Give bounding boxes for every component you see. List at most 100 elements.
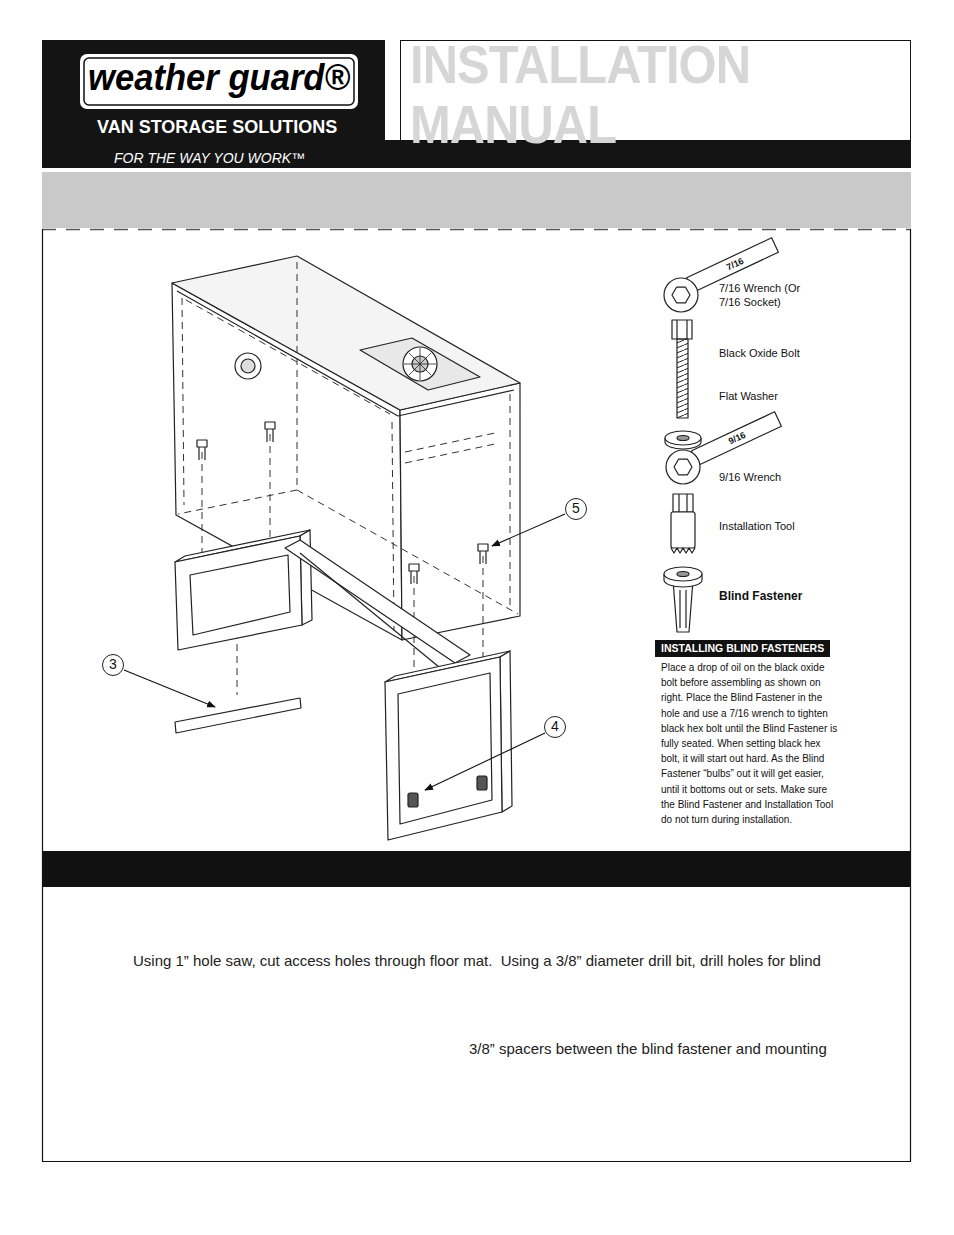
label-holder: 9/16 bbox=[725, 432, 749, 444]
cabinet-illustration bbox=[405, 433, 495, 452]
base-frame bbox=[300, 553, 450, 676]
brand-band: weather guard® VAN STORAGE SOLUTIONS FOR T… bbox=[42, 40, 385, 168]
instruction-heading: INSTALLING BLIND FASTENERS bbox=[655, 640, 830, 657]
page-frame bbox=[42, 40, 385, 168]
cabinet-illustration bbox=[416, 571, 417, 584]
fastener-symbol bbox=[677, 339, 688, 418]
cabinet-illustration bbox=[204, 447, 205, 460]
cabinet-illustration bbox=[172, 256, 520, 695]
part-label: Installation Tool bbox=[719, 519, 795, 533]
fastener-symbol bbox=[664, 320, 702, 632]
label-holder: Blind Fastener bbox=[719, 589, 802, 604]
base-frame bbox=[408, 793, 418, 807]
base-frame bbox=[175, 698, 301, 733]
label-holder: Black Oxide Bolt bbox=[719, 346, 800, 360]
label-holder: Using 1” hole saw, cut access holes thro… bbox=[133, 952, 821, 970]
base-frame bbox=[175, 536, 302, 650]
wrench-symbol bbox=[664, 238, 781, 484]
cabinet-illustration bbox=[485, 551, 486, 564]
logo-badge bbox=[80, 54, 358, 109]
fastener-symbol bbox=[677, 572, 689, 577]
wrench-symbol bbox=[674, 459, 692, 475]
instruction-text: 3/8” spacers between the blind fastener … bbox=[469, 1040, 827, 1058]
logo-badge bbox=[80, 54, 358, 109]
callout-leader bbox=[124, 670, 215, 707]
label-holder: Installation Tool bbox=[719, 519, 795, 533]
cabinet-illustration bbox=[272, 429, 273, 442]
fastener-symbol bbox=[686, 320, 687, 339]
callout-leader bbox=[492, 514, 565, 546]
base-frame bbox=[385, 657, 502, 840]
callout-circle: 5 bbox=[565, 498, 587, 520]
fastener-symbol bbox=[665, 431, 701, 445]
instruction-body: Place a drop of oil on the black oxide b… bbox=[655, 657, 845, 827]
cabinet-illustration bbox=[198, 447, 199, 460]
cabinet-illustration bbox=[266, 429, 267, 442]
page-frame bbox=[42, 229, 911, 231]
instruction-panel: INSTALLING BLIND FASTENERSPlace a drop o… bbox=[655, 638, 845, 827]
callout-leader bbox=[425, 733, 545, 790]
fastener-symbol bbox=[673, 580, 693, 632]
label-holder: 3/8” spacers between the blind fastener … bbox=[469, 1040, 827, 1058]
callout-number: 3 bbox=[103, 655, 123, 674]
page-frame bbox=[42, 1161, 911, 1162]
label-holder: 7/16 bbox=[723, 258, 747, 270]
manual-title: INSTALLATION MANUAL bbox=[410, 34, 902, 154]
instruction-text: Using 1” hole saw, cut access holes thro… bbox=[133, 952, 821, 970]
base-frame bbox=[285, 540, 470, 663]
base-frame bbox=[398, 673, 492, 824]
wrench-symbol bbox=[692, 412, 782, 465]
cabinet-illustration bbox=[265, 422, 275, 429]
fastener-symbol bbox=[678, 494, 679, 512]
cabinet-illustration bbox=[297, 262, 298, 490]
wrench-symbol bbox=[666, 450, 700, 484]
part-label: 7/16 Wrench (Or 7/16 Socket) bbox=[719, 281, 819, 309]
fastener-symbol bbox=[685, 590, 686, 628]
fastener-symbol bbox=[679, 590, 680, 628]
brand-logo: weather guard® bbox=[88, 56, 350, 100]
cabinet-illustration bbox=[182, 298, 184, 505]
cabinet-illustration bbox=[177, 291, 514, 416]
wrench-symbol bbox=[672, 287, 690, 303]
wrench-symbol bbox=[664, 278, 698, 312]
cabinet-illustration bbox=[404, 348, 436, 380]
callout-circle: 3 bbox=[102, 654, 124, 676]
callout-number: 4 bbox=[545, 717, 565, 736]
fastener-symbol bbox=[671, 548, 695, 553]
cabinet-illustration bbox=[478, 544, 488, 551]
base-frame bbox=[175, 530, 512, 840]
cabinet-illustration bbox=[410, 571, 411, 584]
part-label: Black Oxide Bolt bbox=[719, 346, 800, 360]
label-holder: Flat Washer bbox=[719, 389, 778, 403]
fastener-symbol bbox=[676, 320, 677, 339]
fastener-symbol bbox=[672, 320, 692, 339]
fastener-symbol bbox=[664, 567, 702, 581]
tagline: FOR THE WAY YOU WORK™ bbox=[114, 150, 305, 166]
brand-line: VAN STORAGE SOLUTIONS bbox=[97, 116, 337, 138]
cabinet-illustration bbox=[197, 440, 207, 447]
cabinet-illustration bbox=[510, 394, 511, 610]
cabinet-illustration bbox=[178, 490, 297, 514]
cabinet-illustration bbox=[360, 338, 480, 390]
fastener-symbol bbox=[677, 436, 689, 441]
part-label: Flat Washer bbox=[719, 389, 778, 403]
cabinet-illustration bbox=[235, 353, 261, 379]
wrench-size: 9/16 bbox=[724, 427, 751, 448]
callout-number: 5 bbox=[566, 499, 586, 518]
title-holder: INSTALLATION MANUAL bbox=[410, 34, 954, 154]
fastener-symbol bbox=[671, 512, 695, 548]
fastener-symbol bbox=[686, 494, 687, 512]
page-frame bbox=[910, 229, 911, 1162]
base-frame bbox=[477, 776, 487, 790]
wrench-size: 7/16 bbox=[722, 253, 749, 274]
part-label: 9/16 Wrench bbox=[719, 470, 781, 484]
page-frame bbox=[42, 229, 43, 1162]
part-label: Blind Fastener bbox=[719, 589, 802, 604]
page-frame bbox=[42, 172, 911, 228]
cabinet-illustration bbox=[403, 347, 437, 381]
label-holder: 9/16 Wrench bbox=[719, 470, 781, 484]
cabinet-illustration bbox=[483, 556, 484, 665]
page-frame bbox=[42, 851, 911, 887]
fastener-symbol bbox=[673, 494, 693, 512]
base-frame bbox=[190, 555, 290, 635]
